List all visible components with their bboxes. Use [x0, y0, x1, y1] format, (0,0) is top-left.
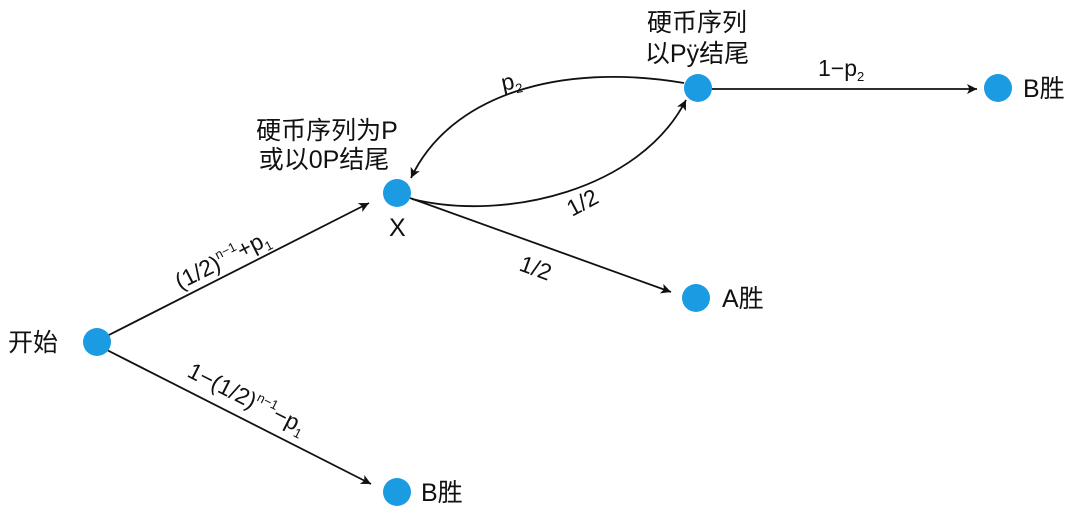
label-a-win: A胜 [722, 285, 764, 313]
label-x: X [389, 214, 406, 242]
node-labels: 开始 X 硬币序列为P 或以0P结尾 硬币序列 以Pÿ结尾 B胜 A胜 B胜 [8, 9, 1065, 507]
edge-label-x-to-a: 1/2 [516, 250, 555, 285]
label-x-desc-line1: 硬币序列为P [256, 117, 398, 145]
edge-label-x-to-py: 1/2 [562, 183, 602, 221]
node-b-win-bottom [383, 478, 411, 506]
node-start [83, 328, 111, 356]
label-start: 开始 [8, 329, 58, 357]
edges [102, 75, 977, 485]
edge-label-start-to-x: (1/2)n−1+p1 [170, 224, 275, 297]
label-py-desc-line2: 以Pÿ结尾 [645, 40, 749, 68]
edge-x-to-py [411, 99, 687, 208]
label-b-win-top: B胜 [1023, 75, 1065, 103]
edge-start-to-b-win [102, 347, 372, 485]
edge-start-to-x [102, 202, 370, 339]
node-a-win [682, 284, 710, 312]
label-x-desc-line2: 或以0P结尾 [259, 146, 390, 174]
label-b-win-bottom: B胜 [421, 479, 463, 507]
edge-label-py-to-b: 1−p2 [818, 55, 864, 84]
node-py [684, 74, 712, 102]
edge-labels: (1/2)n−1+p1 1−(1/2)n−1−p1 1/2 1/2 p2 1−p… [170, 55, 864, 442]
nodes [83, 74, 1012, 506]
node-x [383, 179, 411, 207]
edge-py-to-x [410, 75, 685, 179]
node-b-win-top [984, 74, 1012, 102]
edge-x-to-a-win [409, 197, 672, 294]
edge-label-py-to-x: p2 [499, 66, 525, 99]
label-py-desc-line1: 硬币序列 [647, 9, 747, 37]
